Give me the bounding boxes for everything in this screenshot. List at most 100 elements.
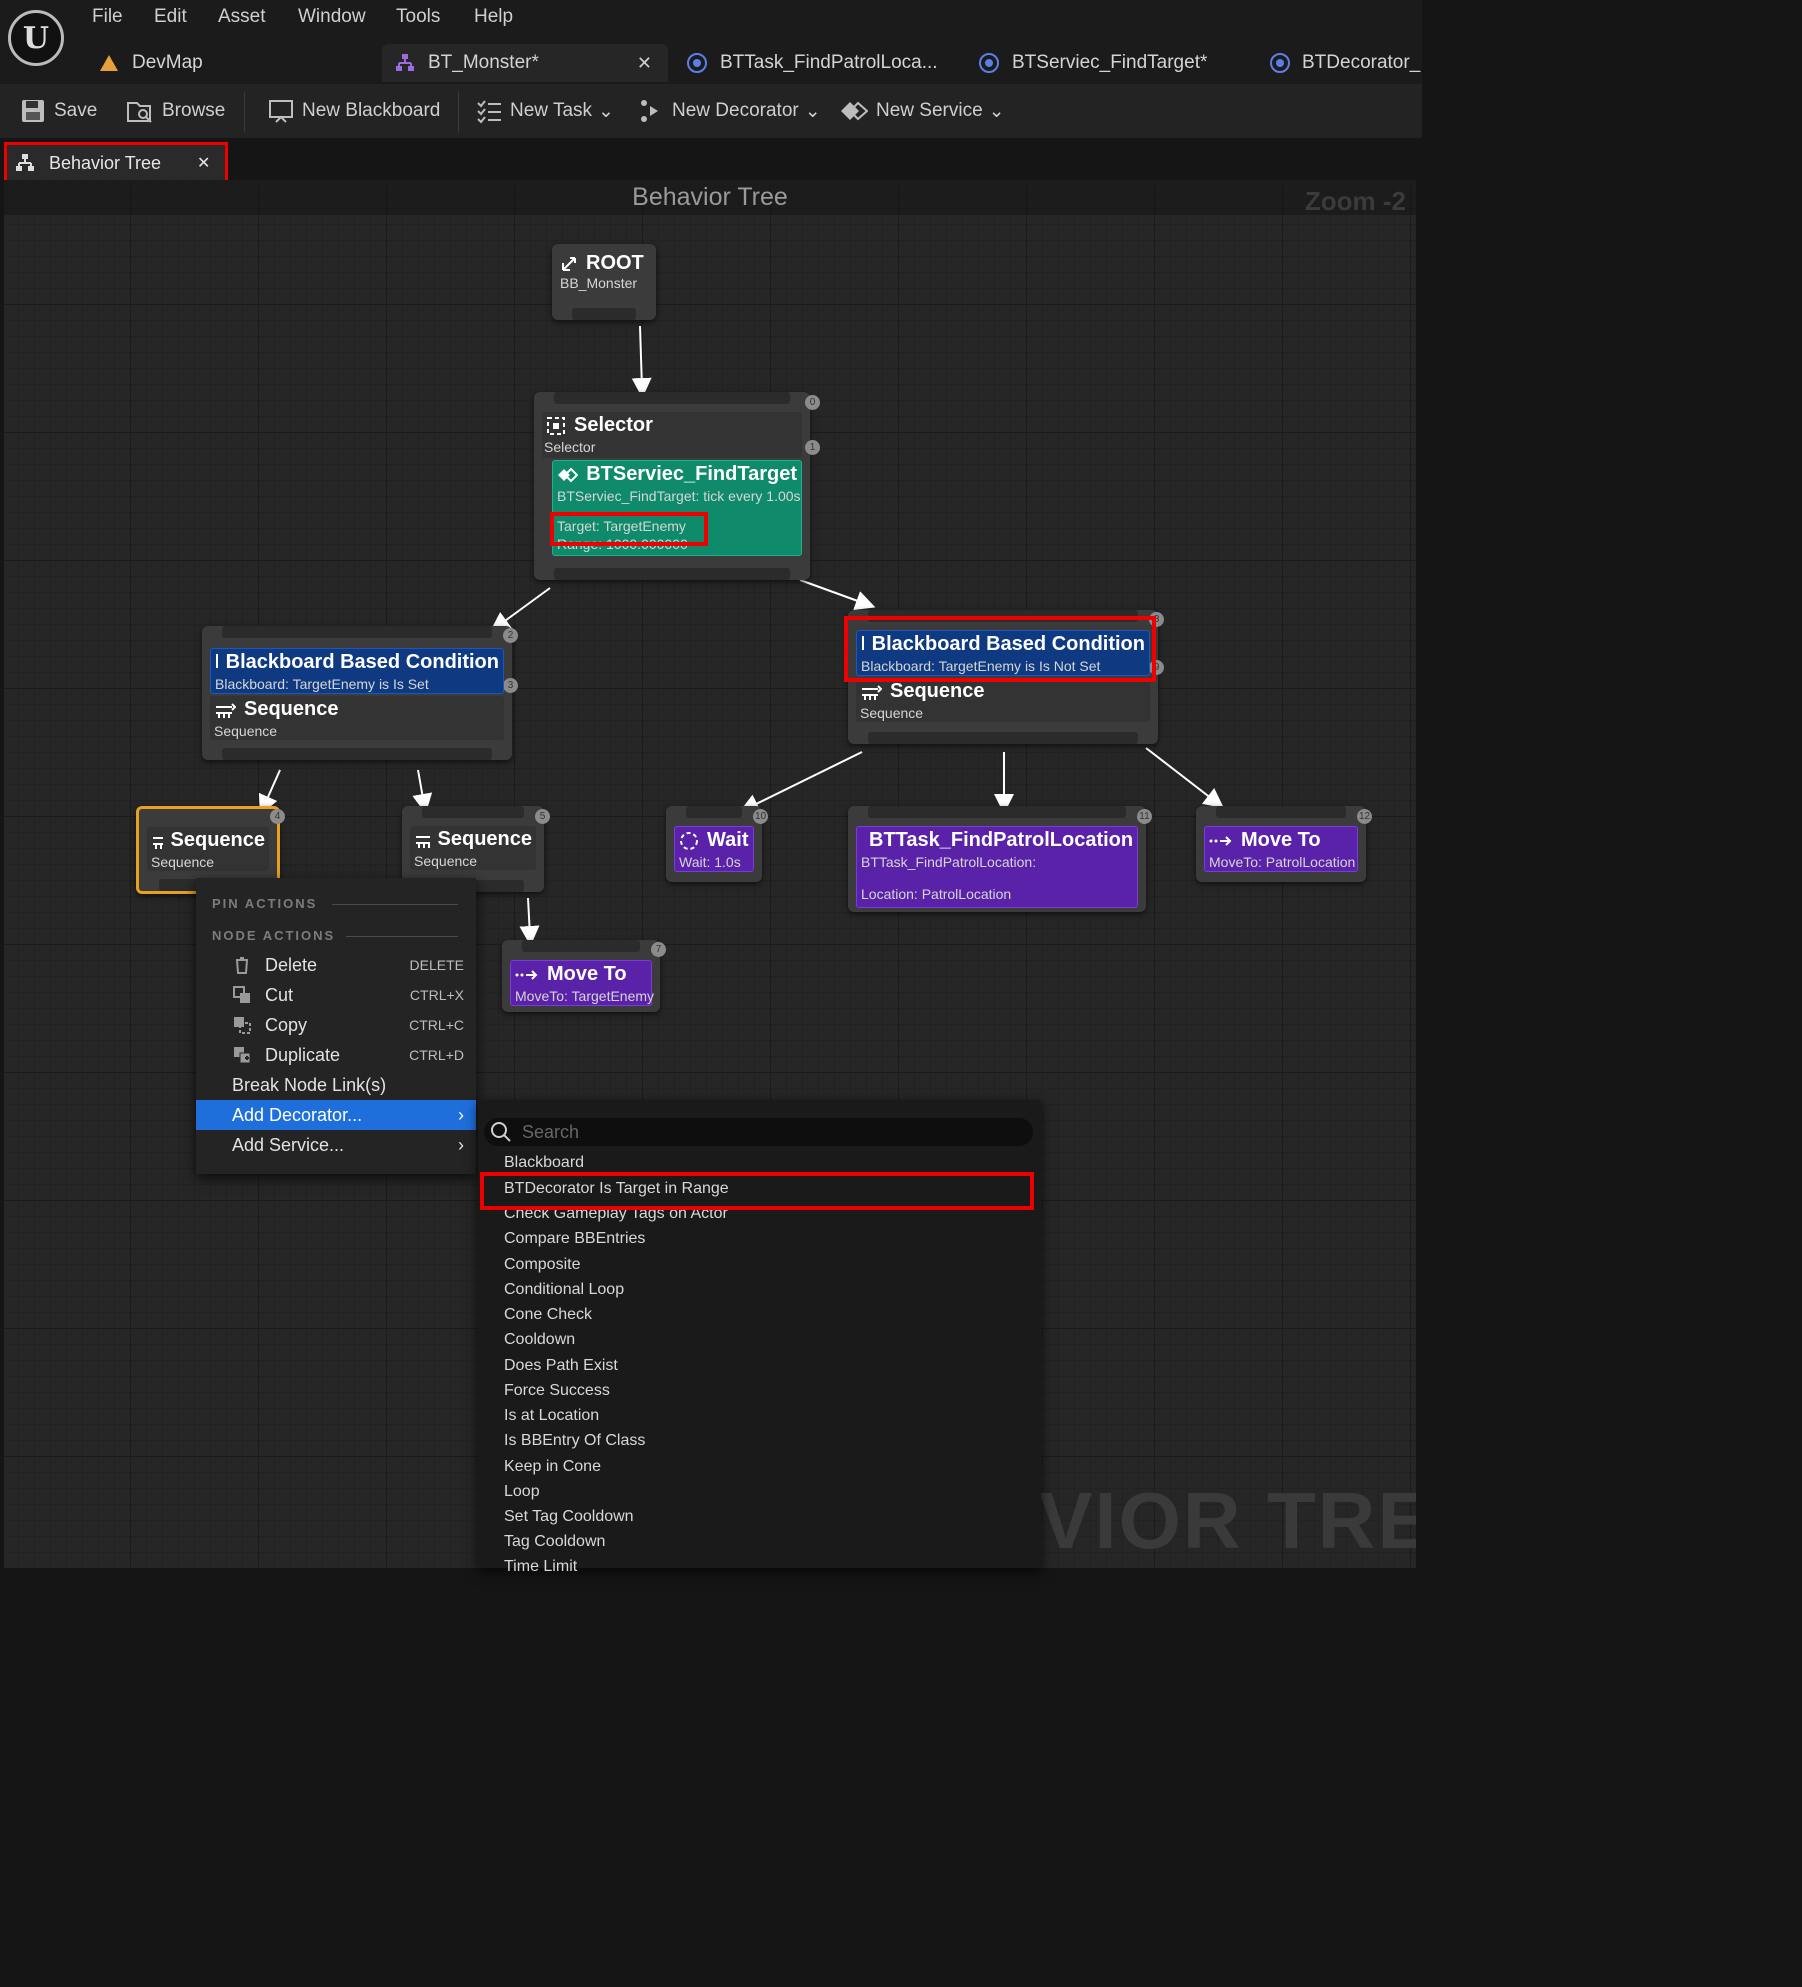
link-right-wait	[739, 751, 863, 813]
link-left-seq5	[412, 769, 433, 814]
trash-icon	[236, 957, 248, 974]
tab-bttask-findpatrol[interactable]: BTTask_FindPatrolLoca...	[686, 44, 966, 82]
new-decorator-label: New Decorator	[672, 100, 799, 121]
node-title: Blackboard Based Condition	[225, 651, 499, 673]
chevron-down-icon: ⌄	[988, 100, 1005, 122]
link-right-moveto	[1145, 747, 1224, 809]
connection-lines	[258, 325, 1224, 946]
menu-item-duplicate[interactable]: Duplicate CTRL+D	[196, 1040, 476, 1070]
chevron-right-icon: ›	[458, 1134, 464, 1155]
submenu-item[interactable]: Does Path Exist	[504, 1357, 618, 1374]
left-condition-sequence-node[interactable]: 2 3 Blackboard Based Condition Blackboar…	[202, 626, 518, 760]
zoom-level: Zoom -2	[1304, 186, 1406, 216]
menu-asset[interactable]: Asset	[218, 6, 266, 27]
new-blackboard-button[interactable]: New Blackboard	[268, 84, 440, 138]
chevron-right-icon: ›	[458, 1104, 464, 1125]
submenu-item[interactable]: Keep in Cone	[504, 1458, 601, 1475]
node-subtitle: MoveTo: TargetEnemy	[515, 988, 655, 1004]
tab-btdecorator[interactable]: BTDecorator_I	[1270, 44, 1422, 82]
submenu-item[interactable]: Is BBEntry Of Class	[504, 1432, 646, 1449]
decorator-blackboard-set[interactable]: Blackboard Based Condition Blackboard: T…	[210, 648, 504, 694]
submenu-item[interactable]: Is at Location	[504, 1407, 600, 1424]
unreal-logo-icon[interactable]: U	[8, 10, 64, 66]
menu-edit[interactable]: Edit	[154, 6, 187, 27]
submenu-item[interactable]: Set Tag Cooldown	[504, 1508, 634, 1525]
blackboard-icon	[216, 653, 218, 668]
new-task-button[interactable]: New Task ⌄	[476, 84, 614, 138]
node-title: Sequence	[437, 828, 532, 850]
node-subtitle: BTTask_FindPatrolLocation:	[861, 854, 1037, 870]
tab-btservice-findtarget[interactable]: BTServiec_FindTarget*	[978, 44, 1228, 82]
moveto-node-12[interactable]: 12 Move To MoveTo: PatrolLocation	[1196, 806, 1372, 882]
node-title: ROOT	[586, 252, 644, 274]
sequence-icon	[862, 684, 882, 700]
menu-item-cut[interactable]: Cut CTRL+X	[196, 980, 476, 1010]
execution-index: 11	[1137, 809, 1152, 824]
menu-help[interactable]: Help	[474, 6, 514, 27]
node-title: Selector	[574, 414, 653, 436]
highlight-box	[844, 616, 1156, 682]
menu-file[interactable]: File	[92, 6, 123, 27]
submenu-item[interactable]: Loop	[504, 1483, 540, 1500]
move-to-icon	[515, 969, 538, 980]
service-icon	[841, 101, 868, 121]
root-node[interactable]: ROOT BB_Monster	[552, 244, 656, 320]
submenu-item[interactable]: Cooldown	[504, 1331, 576, 1348]
highlight-box	[550, 512, 708, 546]
moveto-node-7[interactable]: 7 Move To MoveTo: TargetEnemy	[502, 940, 666, 1012]
panel-tab-behavior-tree[interactable]: Behavior Tree ✕	[4, 142, 228, 184]
close-icon[interactable]: ✕	[636, 52, 652, 73]
menu-window[interactable]: Window	[298, 6, 366, 27]
execution-index: 0	[805, 395, 820, 410]
decorator-submenu: Search Blackboard BTDecorator Is Target …	[478, 1100, 1041, 1575]
save-button[interactable]: Save	[20, 84, 97, 138]
sequence-icon	[416, 835, 430, 848]
findpatrol-node[interactable]: 11 BTTask_FindPatrolLocation BTTask_Find…	[848, 806, 1152, 912]
execution-index: 12	[1357, 809, 1372, 824]
submenu-category-blackboard[interactable]: Blackboard	[504, 1154, 585, 1171]
move-to-icon	[1209, 835, 1232, 846]
wait-node[interactable]: 10 Wait Wait: 1.0s	[666, 806, 768, 882]
toolbar-divider	[244, 92, 245, 132]
selector-node[interactable]: 0 1 Selector Selector BTServiec_FindTarg…	[534, 392, 820, 580]
tab-label: DevMap	[132, 52, 203, 73]
browse-label: Browse	[162, 100, 226, 121]
execution-index: 3	[503, 678, 518, 693]
title-bar	[0, 0, 1422, 84]
browse-button[interactable]: Browse	[126, 84, 225, 138]
new-service-button[interactable]: New Service ⌄	[840, 84, 1005, 138]
menu-item-break-links[interactable]: Break Node Link(s)	[232, 1074, 387, 1095]
menu-item-add-service[interactable]: Add Service... ›	[232, 1134, 464, 1155]
decorator-blackboard-not-set[interactable]: Blackboard Based Condition Blackboard: T…	[856, 630, 1150, 676]
service-findtarget[interactable]: BTServiec_FindTarget BTServiec_FindTarge…	[552, 460, 802, 556]
blackboard-icon	[862, 635, 864, 650]
submenu-item[interactable]: Time Limit	[504, 1558, 578, 1575]
menu-item-add-decorator[interactable]: Add Decorator... ›	[196, 1100, 476, 1130]
node-subtitle: Blackboard: TargetEnemy is Is Set	[215, 676, 429, 692]
behavior-tree-icon	[394, 52, 416, 74]
node-subtitle: Sequence	[414, 853, 478, 869]
new-decorator-button[interactable]: New Decorator ⌄	[638, 84, 821, 138]
search-input[interactable]: Search	[484, 1118, 1033, 1146]
tab-bt-monster[interactable]: BT_Monster* ✕	[382, 44, 668, 82]
copy-icon	[234, 1017, 251, 1034]
close-icon[interactable]: ✕	[197, 155, 211, 172]
node-subtitle: BB_Monster	[560, 275, 638, 291]
menu-item-copy[interactable]: Copy CTRL+C	[196, 1010, 476, 1040]
node-title: Move To	[547, 963, 627, 985]
link-seq5-moveto	[519, 897, 540, 946]
submenu-item[interactable]: Composite	[504, 1256, 581, 1273]
submenu-item[interactable]: Compare BBEntries	[504, 1230, 646, 1247]
submenu-item[interactable]: Conditional Loop	[504, 1281, 625, 1298]
menu-tools[interactable]: Tools	[396, 6, 441, 27]
divider	[332, 904, 458, 905]
tab-devmap[interactable]: DevMap	[98, 44, 368, 82]
submenu-item[interactable]: Force Success	[504, 1382, 610, 1399]
link-left-seq4	[258, 769, 281, 816]
submenu-item[interactable]: Tag Cooldown	[504, 1533, 606, 1550]
menu-item-delete[interactable]: Delete DELETE	[196, 950, 476, 980]
tab-label: BTServiec_FindTarget*	[1012, 52, 1208, 73]
submenu-item[interactable]: Cone Check	[504, 1306, 593, 1323]
submenu-item-is-target-in-range[interactable]: BTDecorator Is Target in Range	[504, 1180, 729, 1197]
context-menu: PIN ACTIONS NODE ACTIONS Delete DELETE C…	[196, 878, 476, 1174]
